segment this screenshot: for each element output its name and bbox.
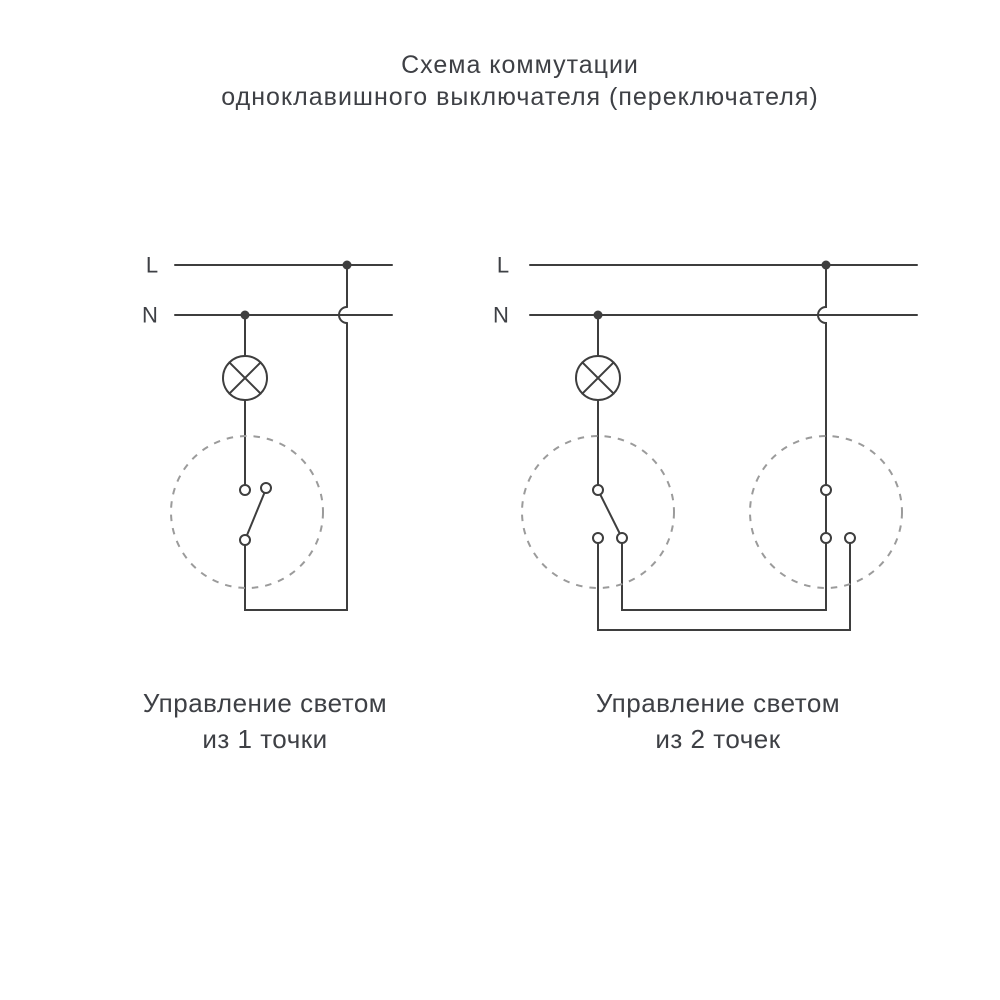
switch-contact-top-right [260,482,272,494]
switch2-contact-bottom-right [844,532,856,544]
switch-enclosure-dashed-circle-right [749,435,903,589]
junction-dot-phase [821,260,831,270]
switch-contact-top-left [239,484,251,496]
switch-return-wire [244,322,348,611]
switch2-contact-common [820,484,832,496]
switch1-contact-bottom-right [616,532,628,544]
single-point-diagram: L N [142,253,393,754]
lamp-icon [222,355,268,401]
page-title-line-2: одноклавишного выключателя (переключател… [221,83,818,111]
switch-lever-left [597,489,623,539]
traveler-wire-inner [621,537,827,611]
switch-enclosure-dashed-circle [170,435,324,589]
right-caption-line-1: Управление светом [596,688,840,718]
switch1-contact-bottom-left [592,532,604,544]
page-title-line-1: Схема коммутации [401,51,639,79]
lamp-icon [575,355,621,401]
traveler-wire-outer [597,537,851,631]
left-caption-line-1: Управление светом [143,688,387,718]
lamp-cross [228,361,262,395]
phase-feed-wire [817,264,827,491]
left-caption-line-2: из 1 точки [202,724,327,754]
two-point-diagram: L N [493,253,918,754]
switch-lever [244,488,267,541]
junction-dot-neutral [593,310,603,320]
phase-label-l: L [146,253,158,278]
junction-dot-neutral [240,310,250,320]
right-caption-line-2: из 2 точек [655,724,780,754]
switch1-contact-common [592,484,604,496]
switch-contact-bottom [239,534,251,546]
wire-hop-icon [338,306,348,324]
neutral-label-n: N [142,303,158,328]
neutral-label-n: N [493,303,509,328]
switch-enclosure-dashed-circle-left [521,435,675,589]
lamp-cross [581,361,615,395]
junction-dot-phase [342,260,352,270]
switch2-contact-bottom-left [820,532,832,544]
phase-label-l: L [497,253,509,278]
